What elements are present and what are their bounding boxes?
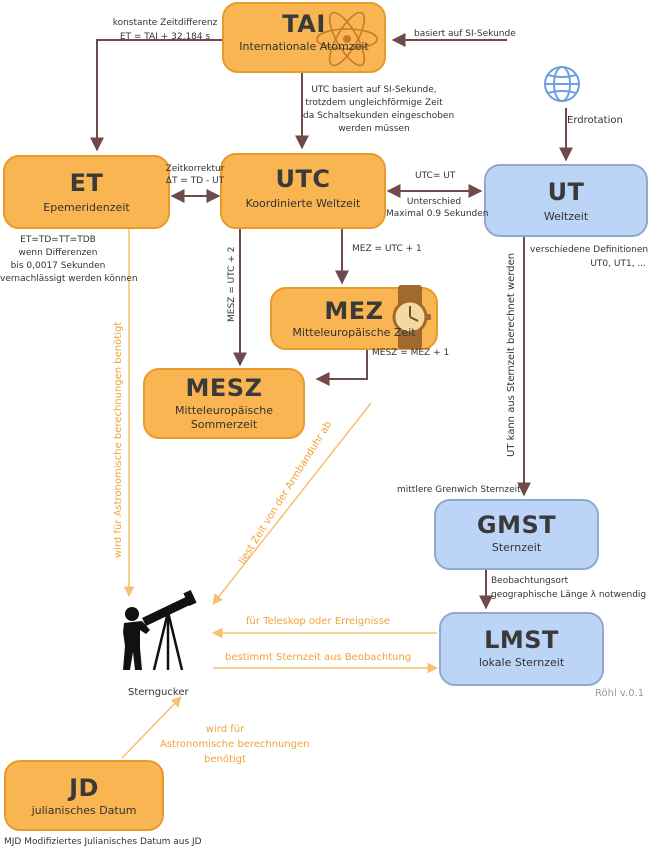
arrow-mez-sterngucker — [212, 402, 372, 605]
node-et-abbr: ET — [69, 169, 104, 197]
node-mesz-abbr: MESZ — [185, 374, 263, 402]
label-version: Röhl v.0.1 — [595, 688, 645, 699]
stargazer-telescope-icon — [123, 590, 197, 671]
label-unterschied-1: Unterschied — [406, 197, 462, 207]
node-utc: UTC Koordinierte Weltzeit — [220, 153, 386, 229]
label-astro-needed: wird für Astronomische berechnungen benö… — [113, 321, 124, 558]
arrow-mez-mesz — [315, 350, 368, 386]
node-gmst: GMST Sternzeit — [434, 499, 599, 570]
label-si-sekunde: basiert auf SI-Sekunde — [414, 29, 516, 39]
node-ut-name: Weltzeit — [543, 210, 589, 223]
node-mez-abbr: MEZ — [324, 297, 384, 325]
label-et-note-3: bis 0,0017 Sekunden — [10, 261, 106, 271]
label-jd-note: wird für Astronomische berechnungen benö… — [160, 723, 310, 766]
label-beob: Beobachtungsort geographische Länge λ no… — [491, 576, 646, 601]
node-jd-name: julianisches Datum — [31, 804, 137, 817]
node-ut: UT Weltzeit — [484, 164, 648, 237]
label-zeitkorrektur: Zeitkorrektur ΔT = TD - UT — [162, 164, 228, 187]
label-utc-desc-4: werden müssen — [338, 124, 410, 134]
arrow-tai-et — [90, 39, 222, 152]
label-utc-desc-3: da Schaltsekunden eingeschoben — [303, 111, 455, 121]
label-teleskop: für Teleskop oder Erreignisse — [246, 616, 390, 627]
node-lmst: LMST lokale Sternzeit — [439, 612, 604, 686]
node-ut-abbr: UT — [547, 178, 585, 206]
label-grenwich: mittlere Grenwich Sternzeit — [397, 485, 521, 495]
node-tai-abbr: TAI — [282, 10, 326, 38]
node-jd: JD julianisches Datum — [4, 760, 164, 831]
node-gmst-name: Sternzeit — [491, 541, 542, 554]
label-utc-ut: UTC= UT — [415, 171, 456, 181]
label-et-note-2: wenn Differenzen — [18, 248, 98, 258]
label-bestimmt: bestimmt Sternzeit aus Beobachtung — [225, 652, 412, 663]
label-mjd: MJD Modifiziertes Julianisches Datum aus… — [4, 837, 202, 847]
label-konstante-1: konstante Zeitdifferenz — [112, 18, 218, 28]
node-tai: TAI Internationale Atomzeit — [222, 2, 386, 73]
label-utc-desc: UTC basiert auf SI-Sekunde, trotzdem ung… — [303, 85, 455, 135]
label-mesz-utc: MESZ = UTC + 2 — [227, 246, 237, 322]
arrow-jd-sterngucker — [121, 696, 182, 759]
node-mesz-name-2: Sommerzeit — [190, 418, 258, 431]
wristwatch-icon — [392, 285, 431, 349]
node-mez: MEZ Mitteleuropäische Zeit — [270, 285, 438, 350]
label-ut-gmst: UT kann aus Sternzeit berechnet werden — [506, 252, 517, 457]
label-sterngucker: Sterngucker — [128, 687, 189, 698]
node-gmst-abbr: GMST — [476, 511, 557, 539]
label-beob-2: geographische Länge λ notwendig — [491, 590, 647, 600]
node-jd-abbr: JD — [69, 774, 99, 802]
node-lmst-abbr: LMST — [484, 626, 559, 654]
label-jd-note-3: benötigt — [204, 754, 246, 765]
node-lmst-name: lokale Sternzeit — [478, 656, 565, 669]
label-erdrotation: Erdrotation — [567, 115, 623, 126]
label-ut-defs: verschiedene Definitionen UT0, UT1, ... — [530, 245, 649, 270]
label-utc-desc-1: UTC basiert auf SI-Sekunde, — [311, 85, 437, 95]
label-mesz-mez: MESZ = MEZ + 1 — [372, 348, 450, 358]
label-unterschied: Unterschied Maximal 0.9 Sekunden — [386, 197, 489, 220]
label-ut-defs-1: verschiedene Definitionen — [530, 245, 649, 255]
label-zeitkorrektur-2: ΔT = TD - UT — [165, 176, 225, 186]
node-et-name: Epemeridenzeit — [43, 201, 130, 214]
label-jd-note-1: wird für — [205, 724, 245, 735]
label-zeitkorrektur-1: Zeitkorrektur — [165, 164, 225, 174]
node-utc-abbr: UTC — [275, 165, 331, 193]
atom-icon — [316, 11, 378, 67]
label-et-note: ET=TD=TT=TDB wenn Differenzen bis 0,0017… — [0, 235, 138, 285]
label-unterschied-2: Maximal 0.9 Sekunden — [386, 209, 489, 219]
label-jd-note-2: Astronomische berechnungen — [160, 739, 310, 750]
node-utc-name: Koordinierte Weltzeit — [245, 197, 361, 210]
label-konstante-2: ET = TAI + 32,184 s — [119, 32, 211, 42]
label-et-note-4: vernachlässigt werden können — [0, 274, 138, 284]
node-tai-name: Internationale Atomzeit — [239, 40, 369, 53]
label-utc-desc-2: trotzdem ungleichförmige Zeit — [305, 98, 443, 108]
globe-icon — [544, 66, 580, 102]
node-et: ET Epemeridenzeit — [3, 155, 170, 229]
label-et-note-1: ET=TD=TT=TDB — [20, 235, 96, 245]
node-mez-name: Mitteleuropäische Zeit — [292, 326, 416, 339]
label-mez-eq: MEZ = UTC + 1 — [352, 244, 422, 254]
label-ut-defs-2: UT0, UT1, ... — [590, 259, 646, 269]
node-mesz: MESZ Mitteleuropäische Sommerzeit — [143, 368, 305, 439]
label-beob-1: Beobachtungsort — [491, 576, 569, 586]
node-mesz-name-1: Mitteleuropäische — [174, 404, 274, 417]
